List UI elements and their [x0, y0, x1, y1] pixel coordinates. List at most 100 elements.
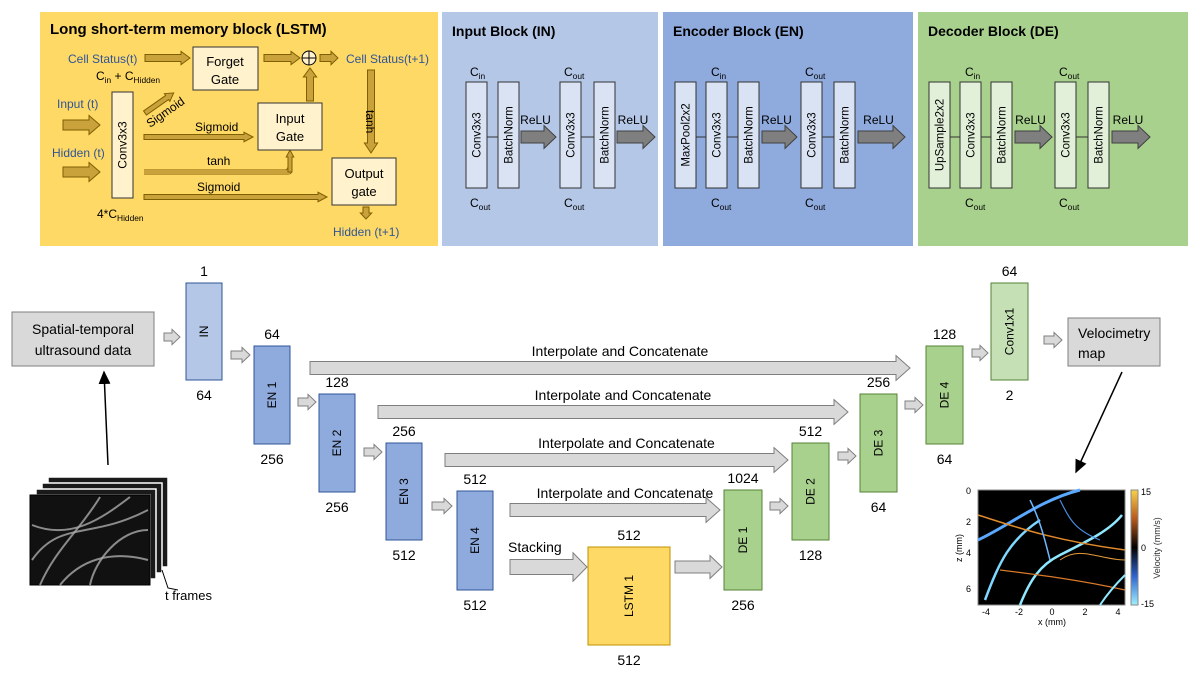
block-bottom-channels: 128 — [799, 547, 823, 563]
input-gate-label: Input — [276, 111, 305, 126]
layer-box-label: Conv3x3 — [1061, 112, 1073, 157]
flow-arrow — [363, 443, 383, 461]
block-bottom-channels: 512 — [617, 652, 641, 668]
skip-connection-arrow — [377, 398, 849, 426]
ultrasound-frames-stack — [29, 476, 179, 591]
text-part: C — [96, 69, 105, 83]
vessel-texture — [89, 529, 149, 586]
lstm-block-panel: Long short-term memory block (LSTM)Cell … — [40, 12, 438, 246]
relu-label: ReLU — [761, 113, 792, 127]
text-part: C — [470, 196, 479, 210]
conv-in-channels: Cin + CHidden — [96, 69, 160, 85]
colorbar-tick-label: 15 — [1141, 487, 1151, 497]
layer-box-label: BatchNorm — [504, 106, 516, 164]
sigmoid-output-arrow — [143, 191, 329, 203]
skip-connection-arrow — [309, 354, 911, 382]
z-tick-label: 2 — [966, 517, 971, 527]
block-label: DE 3 — [872, 429, 886, 456]
cell-to-forget-arrow — [144, 50, 191, 66]
block-bottom-channels: 512 — [392, 547, 416, 563]
decoder-block-panel-bg — [918, 12, 1188, 246]
x-tick-label: -2 — [1015, 607, 1023, 617]
block-top-channels: 128 — [325, 374, 349, 390]
subscript: out — [573, 71, 585, 81]
block-label: EN 1 — [265, 381, 279, 408]
z-tick-label: 4 — [966, 548, 971, 558]
layer-box-label: BatchNorm — [600, 106, 612, 164]
hidden-arrow — [62, 161, 101, 183]
x-tick-label: 4 — [1115, 607, 1120, 617]
layer-box — [674, 81, 697, 189]
layer-box — [928, 81, 951, 189]
block — [791, 442, 830, 541]
block — [587, 546, 671, 646]
text-part: C — [470, 65, 479, 79]
layer-box-label: Conv3x3 — [807, 112, 819, 157]
block — [925, 345, 964, 445]
colorbar-label: Velocity (mm/s) — [1152, 517, 1162, 579]
subscript: out — [814, 202, 826, 212]
layer-box-label: BatchNorm — [1094, 106, 1106, 164]
subscript: in — [105, 75, 112, 85]
input-gate-box — [257, 102, 323, 151]
relu-arrow — [857, 124, 906, 150]
block — [253, 345, 291, 445]
stacking-arrow — [509, 551, 588, 583]
block-bottom-channels: 64 — [937, 451, 953, 467]
vessel-texture — [59, 555, 149, 586]
flow-arrow — [431, 497, 453, 515]
sum-to-cell-arrow — [319, 50, 339, 66]
block — [723, 489, 763, 591]
sigmoid-forget-arrow-group — [142, 92, 175, 116]
relu-label: ReLU — [520, 113, 551, 127]
channel-label: Cout — [564, 65, 585, 81]
block-top-channels: 512 — [799, 423, 823, 439]
sigmoid-output-label: Sigmoid — [197, 180, 240, 194]
layer-box-label: Conv3x3 — [712, 112, 724, 157]
flow-arrow — [163, 328, 181, 346]
sigmoid-forget-arrow — [142, 92, 175, 116]
subscript: Hidden — [117, 213, 144, 223]
channel-label: Cout — [564, 196, 585, 212]
subscript: in — [974, 71, 981, 81]
layer-box-label: UpSample2x2 — [935, 99, 947, 171]
channel-label: Cout — [965, 196, 986, 212]
x-tick-label: -4 — [982, 607, 990, 617]
lstm-to-de1-arrow — [674, 554, 723, 580]
flow-arrow — [769, 497, 789, 515]
tanh-cell-label: tanh — [363, 110, 377, 133]
block-label: DE 2 — [804, 478, 818, 505]
text-part: C — [711, 65, 720, 79]
subscript: out — [1068, 71, 1080, 81]
input-gate-to-sum-arrow — [302, 67, 318, 102]
relu-arrow — [1014, 124, 1053, 150]
block-label: EN 3 — [397, 478, 411, 505]
tanh-input-arrow — [144, 170, 290, 174]
channel-label: Cout — [470, 196, 491, 212]
forget-gate-label: Gate — [211, 72, 239, 87]
layer-box — [737, 81, 760, 189]
forget-to-sum-arrow — [263, 50, 301, 66]
input-data-label: Spatial-temporal — [32, 321, 134, 337]
input-block-panel-title: Input Block (IN) — [452, 23, 555, 39]
forget-gate-box — [192, 46, 259, 91]
text-part: + C — [111, 69, 134, 83]
layer-box — [833, 81, 856, 189]
layer-box — [559, 81, 582, 189]
relu-label: ReLU — [863, 113, 894, 127]
stacking-label: Stacking — [508, 539, 562, 555]
x-axis-label: x (mm) — [1038, 617, 1066, 627]
layer-box-label: BatchNorm — [997, 106, 1009, 164]
vessel-texture — [31, 496, 131, 532]
text-part: C — [965, 65, 974, 79]
flow-arrow — [1043, 331, 1063, 349]
layer-box — [497, 81, 520, 189]
subscript: out — [479, 202, 491, 212]
